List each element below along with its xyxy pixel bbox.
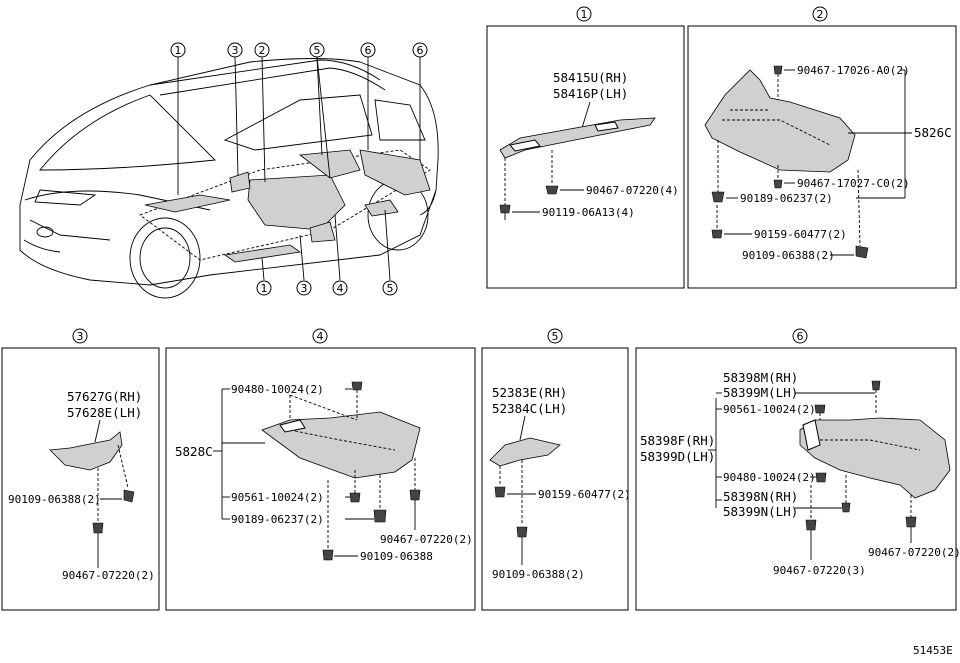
panel-2-screw: 90109-06388(2) <box>742 249 835 262</box>
panel-3-marker: 3 <box>77 330 84 343</box>
marker-5-top: 5 <box>309 42 325 58</box>
panel-6-clip-a: 90467-07220(3) <box>773 564 866 577</box>
panel-4-p2: 90561-10024(2) <box>231 491 324 504</box>
panel-6-main-rh: 58398F(RH) <box>640 433 715 448</box>
panel-2-nut: 90189-06237(2) <box>740 192 833 205</box>
marker-3-bottom-label: 3 <box>301 282 308 295</box>
panel-6-bot-rh: 58398N(RH) <box>723 489 798 504</box>
panel-3-clip: 90467-07220(2) <box>62 569 155 582</box>
marker-3-top-label: 3 <box>232 44 239 57</box>
panel-5-part-lh: 52384C(LH) <box>492 401 567 416</box>
overview-markers: 1 3 2 5 6 6 1 3 4 5 <box>170 42 428 296</box>
panel-4-p3: 90189-06237(2) <box>231 513 324 526</box>
panel-5-bolt: 90159-60477(2) <box>538 488 631 501</box>
panel-6-clip-b: 90467-07220(2) <box>868 546 960 559</box>
marker-1-bottom-label: 1 <box>261 282 268 295</box>
panel-6: 6 58398F(RH) 58399D(LH) 58398M(RH) 58399… <box>635 328 960 611</box>
marker-5-top-label: 5 <box>314 44 321 57</box>
panel-4: 4 90480-10024(2) 5828C 90561-10024(2) 90… <box>165 328 476 611</box>
panel-5-part-rh: 52383E(RH) <box>492 385 567 400</box>
panel-1-bolt: 90119-06A13(4) <box>542 206 635 219</box>
panel-3-part-lh: 57628E(LH) <box>67 405 142 420</box>
panel-1: 1 58415U(RH) 58416P(LH) 90467-07220(4) 9… <box>486 6 685 289</box>
panel-2-bolt: 90159-60477(2) <box>754 228 847 241</box>
panel-6-top-lh: 58399M(LH) <box>723 385 798 400</box>
marker-1-top: 1 <box>170 42 186 58</box>
diagram-code: 51453E <box>913 644 953 657</box>
panel-6-main-lh: 58399D(LH) <box>640 449 715 464</box>
marker-3-bottom: 3 <box>296 280 312 296</box>
panel-2-clip-b: 90467-17027-C0(2) <box>797 177 910 190</box>
marker-4-bottom-label: 4 <box>337 282 344 295</box>
marker-6a-top: 6 <box>360 42 376 58</box>
panel-6-p2: 90480-10024(2) <box>723 471 816 484</box>
panel-5-marker: 5 <box>552 330 559 343</box>
marker-6b-top-label: 6 <box>417 44 424 57</box>
panel-4-p1: 90480-10024(2) <box>231 383 324 396</box>
panel-1-marker: 1 <box>581 8 588 21</box>
panel-2-marker: 2 <box>817 8 824 21</box>
marker-5-bottom: 5 <box>382 280 398 296</box>
panel-3-screw: 90109-06388(2) <box>8 493 101 506</box>
panel-6-bot-lh: 58399N(LH) <box>723 504 798 519</box>
panel-4-p4: 90467-07220(2) <box>380 533 473 546</box>
panel-3: 3 57627G(RH) 57628E(LH) 90109-06388(2) 9… <box>1 328 160 611</box>
panel-2-clip-a: 90467-17026-A0(2) <box>797 64 910 77</box>
vehicle-overview <box>19 56 439 299</box>
panel-4-p5: 90109-06388 <box>360 550 433 563</box>
marker-4-bottom: 4 <box>332 280 348 296</box>
marker-1-bottom: 1 <box>256 280 272 296</box>
panel-5-screw: 90109-06388(2) <box>492 568 585 581</box>
panel-2: 2 90467-17026-A0(2) 5826C 90467-17027-C0… <box>687 6 957 289</box>
marker-2-top: 2 <box>254 42 270 58</box>
marker-1-top-label: 1 <box>175 44 182 57</box>
panel-4-marker: 4 <box>317 330 324 343</box>
marker-2-top-label: 2 <box>259 44 266 57</box>
panel-5: 5 52383E(RH) 52384C(LH) 90159-60477(2) 9… <box>481 328 631 611</box>
marker-6a-top-label: 6 <box>365 44 372 57</box>
panel-6-marker: 6 <box>797 330 804 343</box>
panel-2-main: 5826C <box>914 125 952 140</box>
panel-4-main: 5828C <box>175 444 213 459</box>
marker-5-bottom-label: 5 <box>387 282 394 295</box>
marker-6b-top: 6 <box>412 42 428 58</box>
panel-1-clip: 90467-07220(4) <box>586 184 679 197</box>
panel-6-p1: 90561-10024(2) <box>723 403 816 416</box>
panel-6-top-rh: 58398M(RH) <box>723 370 798 385</box>
marker-3-top: 3 <box>227 42 243 58</box>
panel-3-part-rh: 57627G(RH) <box>67 389 142 404</box>
panel-1-part-rh: 58415U(RH) <box>553 70 628 85</box>
panel-1-part-lh: 58416P(LH) <box>553 86 628 101</box>
